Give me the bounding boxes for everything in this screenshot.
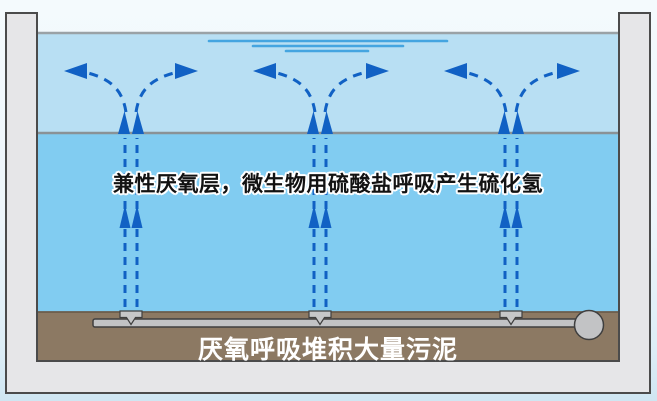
facultative-layer-label: 兼性厌氧层，微生物用硫酸盐呼吸产生硫化氢 (113, 172, 543, 196)
diffuser-nozzle (308, 310, 332, 326)
tank-concrete-structure (5, 12, 651, 394)
aeration-pipe (92, 318, 579, 328)
diffuser-nozzle (499, 310, 523, 326)
bubble-plume (444, 63, 580, 307)
bubble-plume (253, 63, 389, 307)
pipe-end-ball (573, 309, 605, 341)
sludge-layer-label: 厌氧呼吸堆积大量污泥 (197, 335, 458, 364)
diffuser-nozzles (119, 310, 523, 326)
water-surface-ripples (207, 39, 449, 53)
diffuser-nozzle (119, 310, 143, 326)
bubble-plume (64, 63, 198, 307)
